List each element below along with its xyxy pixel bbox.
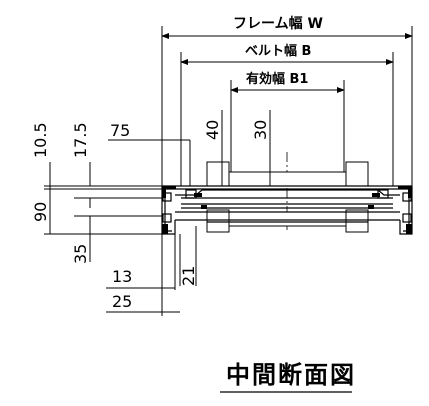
dim-21: 21 [179,266,198,286]
lower-roller [206,209,369,233]
dim-90: 90 [31,202,50,222]
frame-width-dimension [161,26,413,186]
effective-width-dimension [230,80,345,186]
belt-width-label: ベルト幅 B [245,43,311,59]
dim-35: 35 [71,244,90,264]
dim-17-5: 17.5 [71,122,90,158]
dim-25: 25 [112,292,132,311]
dim-75-line [108,139,191,186]
left-vertical-dimensions [44,162,162,262]
dim-40: 40 [203,120,222,140]
belt-width-dimension [180,52,394,186]
drawing-title: 中間断面図 [226,361,356,389]
effective-width-label: 有効幅 B1 [246,71,308,87]
dim-13: 13 [112,267,132,286]
frame-width-label: フレーム幅 W [233,15,323,32]
dim-10-5: 10.5 [31,122,50,158]
bottom-dimensions [106,226,197,316]
dim-30: 30 [251,120,270,140]
frame-profile-fill [162,186,412,234]
dim-75: 75 [110,121,130,140]
